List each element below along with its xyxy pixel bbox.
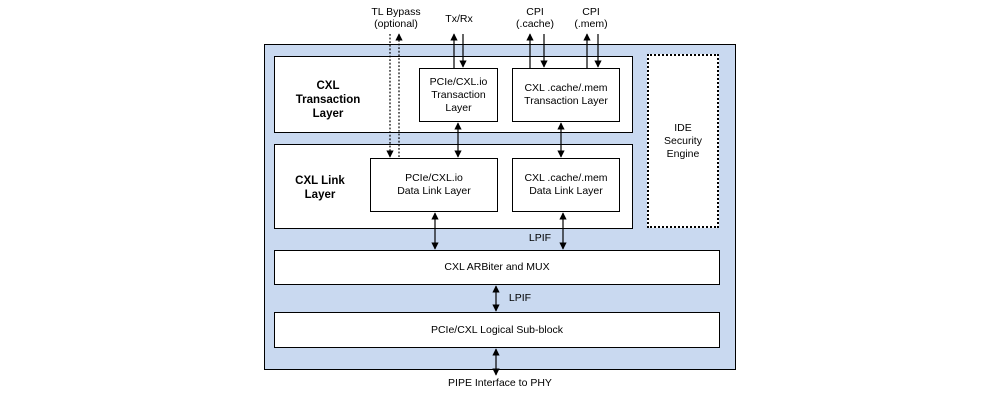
pcie-cxl-io-transaction-layer-block: PCIe/CXL.io Transaction Layer [419, 68, 498, 122]
cxl-cache-mem-transaction-layer-block: CXL .cache/.mem Transaction Layer [512, 68, 620, 122]
cpi-cache-label: CPI (.cache) [516, 6, 554, 30]
cpi-mem-label: CPI (.mem) [574, 6, 608, 30]
pipe-interface-label: PIPE Interface to PHY [448, 377, 552, 389]
cxl-transaction-layer-title: CXL Transaction Layer [295, 80, 361, 120]
txrx-label: Tx/Rx [445, 13, 473, 25]
lpif-lower-label: LPIF [508, 292, 532, 304]
pcie-cxl-io-data-link-layer-block: PCIe/CXL.io Data Link Layer [370, 158, 498, 212]
pcie-cxl-logical-subblock: PCIe/CXL Logical Sub-block [274, 312, 720, 348]
cxl-link-layer-title: CXL Link Layer [295, 175, 345, 201]
tl-bypass-label: TL Bypass (optional) [371, 6, 421, 30]
ide-security-engine-block: IDE Security Engine [647, 54, 719, 228]
cxl-cache-mem-data-link-layer-block: CXL .cache/.mem Data Link Layer [512, 158, 620, 212]
cxl-arbiter-mux-block: CXL ARBiter and MUX [274, 250, 720, 285]
lpif-upper-label: LPIF [528, 232, 552, 244]
